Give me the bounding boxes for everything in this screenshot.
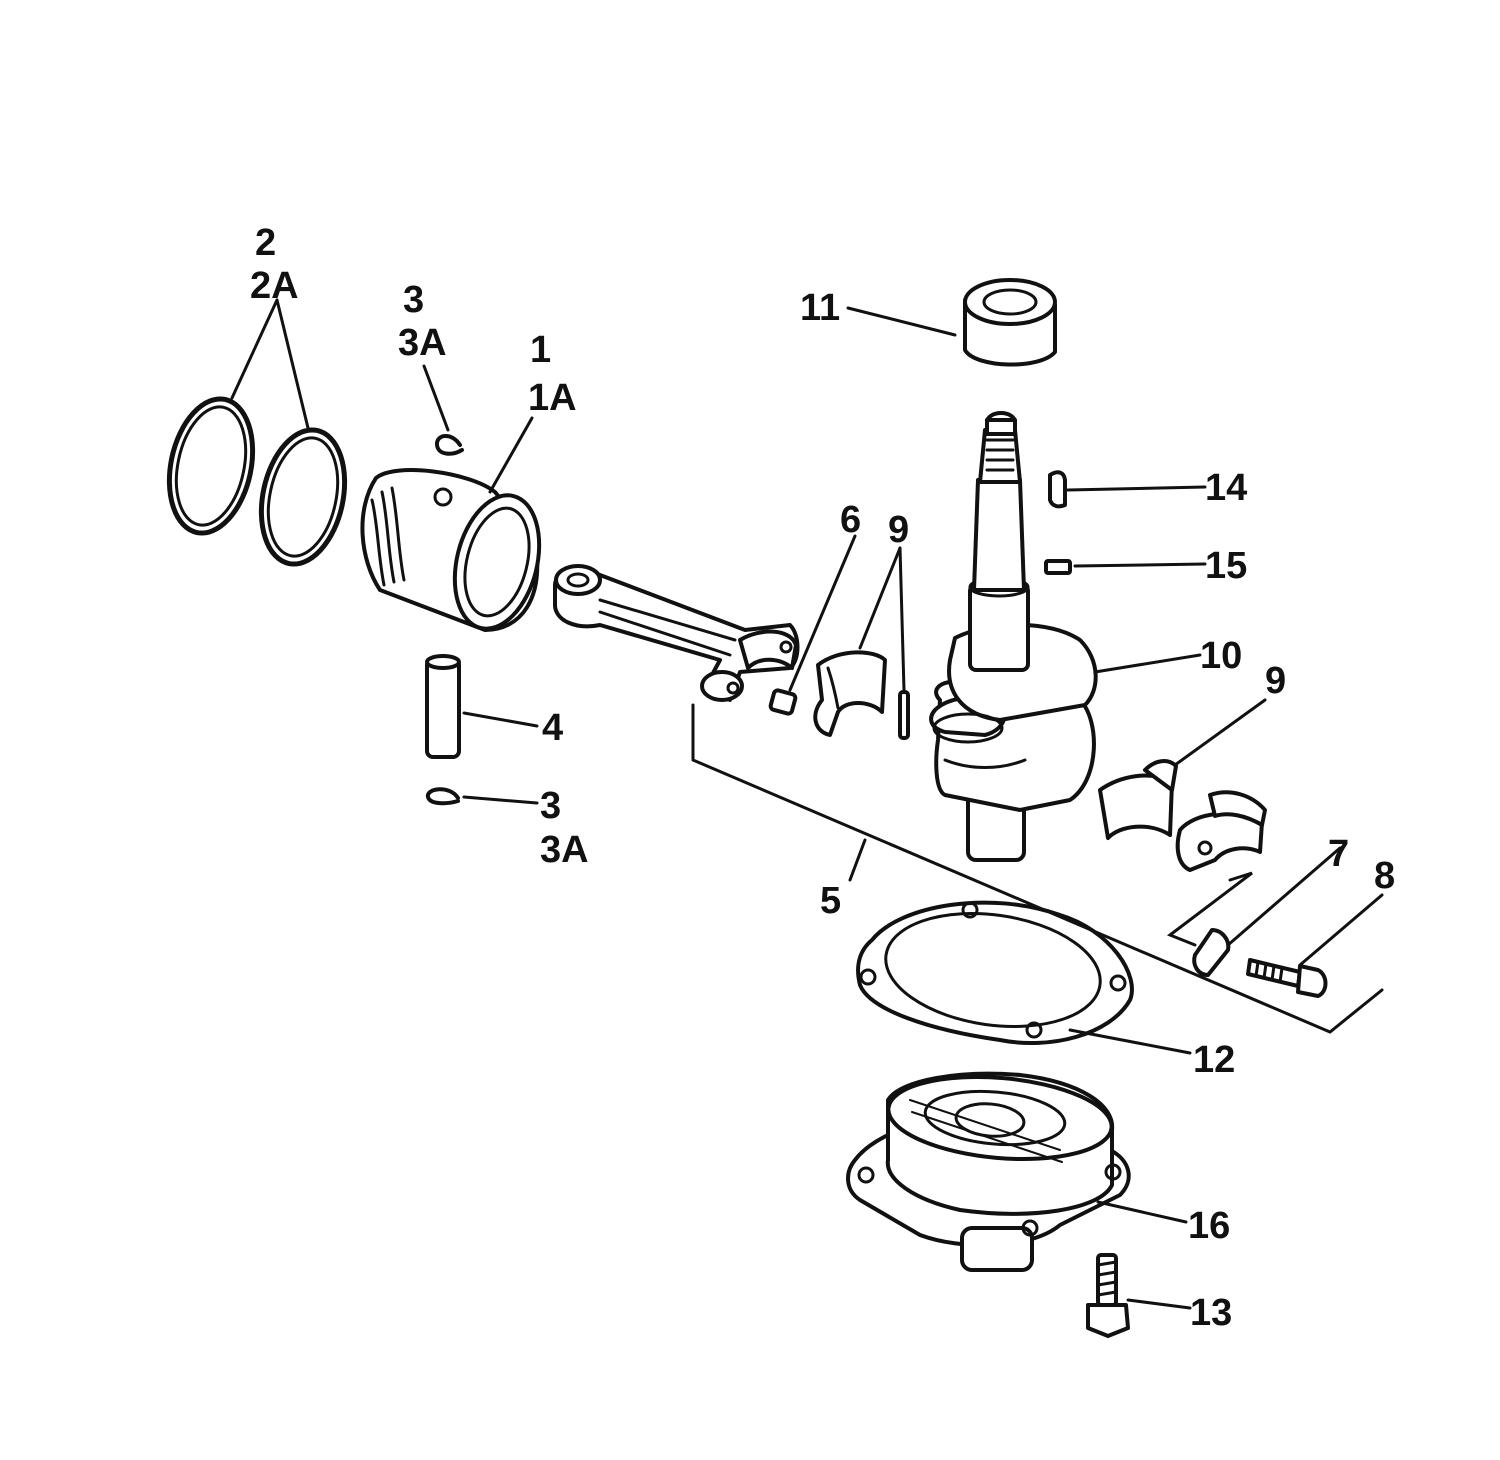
lower-bearing-housing [846, 1071, 1131, 1272]
label-14: 14 [1205, 467, 1247, 509]
label-9-left: 9 [888, 509, 909, 551]
label-16: 16 [1188, 1205, 1230, 1247]
piston-pin [425, 654, 461, 759]
label-8: 8 [1374, 855, 1395, 897]
label-7: 7 [1328, 833, 1349, 875]
label-2: 2 [255, 222, 276, 264]
piston-ring-left [166, 396, 256, 536]
label-5: 5 [820, 880, 841, 922]
woodruff-key [1048, 470, 1067, 509]
piston-pin-clip-top [435, 434, 464, 456]
connecting-rod [553, 564, 800, 702]
label-3-top: 3 [403, 279, 424, 321]
crankshaft [929, 411, 1098, 862]
label-3-bottom: 3 [540, 785, 561, 827]
label-10: 10 [1200, 635, 1242, 677]
label-4: 4 [542, 707, 563, 749]
rod-cap-screw [1246, 958, 1328, 998]
label-2a: 2A [250, 265, 299, 307]
label-3a-bottom: 3A [540, 829, 589, 871]
gasket [856, 900, 1134, 1045]
label-1: 1 [530, 329, 551, 371]
piston [360, 468, 542, 632]
label-11: 11 [800, 287, 840, 329]
piston-ring-right [258, 427, 348, 567]
label-12: 12 [1193, 1039, 1235, 1081]
leader-lines [230, 298, 1384, 1310]
bearing-cage-left [813, 650, 887, 737]
dowel-pin [898, 690, 910, 740]
label-13: 13 [1190, 1292, 1232, 1334]
callout-labels: 2 2A 3 3A 1 1A 11 14 15 6 9 10 9 4 3 3A … [250, 222, 1395, 1334]
bearing-roller [768, 688, 798, 716]
piston-pin-clip-bottom [426, 787, 460, 806]
label-1a: 1A [528, 377, 577, 419]
square-key [1044, 559, 1072, 575]
housing-screw [1086, 1253, 1130, 1338]
bearing-shell-upper [1098, 759, 1178, 840]
crankshaft-bushing [963, 278, 1057, 367]
label-9-right: 9 [1265, 660, 1286, 702]
label-15: 15 [1205, 545, 1247, 587]
label-3a-top: 3A [398, 322, 447, 364]
lock-plate [1192, 928, 1231, 977]
label-6: 6 [840, 499, 861, 541]
bearing-shell-lower [1175, 790, 1267, 872]
